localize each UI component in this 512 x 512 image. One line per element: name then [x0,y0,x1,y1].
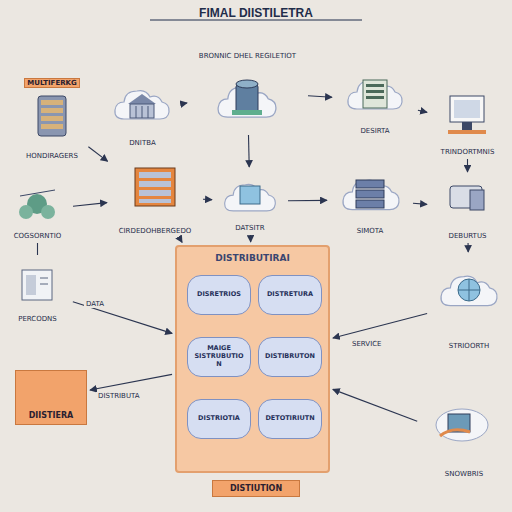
node-label: DISTRIBUTIRAI [213,253,292,264]
globe-node: STRIOORTH [430,255,508,350]
cloud-box: DISRETRIOS [187,275,251,315]
node-label: MULTIFERKG [24,78,79,88]
connector-arrow [468,243,469,252]
connector-arrow [37,243,38,255]
node-label: DISTRETURA [265,291,315,299]
node-label: HONDIRAGERS [24,152,80,160]
device-node: DEBURTUS [430,175,505,240]
connector-arrow [288,200,327,201]
server-node: BRONNIC DHEL REGILETIOT [190,52,305,132]
building-node: DNITBA [105,75,180,147]
storage-node: MULTIFERKG HONDIRAGERS [18,78,86,160]
node-label: DESIRTA [358,127,391,135]
connector-arrow [250,235,251,242]
node-label: MAIGE SISTRUBUTION [191,345,247,368]
server-cloud-icon [218,80,276,117]
connector-arrow [88,147,107,162]
connector-arrow [333,389,417,421]
node-label: SNOWBRIS [443,470,485,478]
appliance-icon [22,270,52,300]
connector-arrow [183,102,187,104]
node-label: TRINDORTMNIS [439,148,497,156]
orange-box: DIISTIERA [15,370,87,425]
connector-arrow [467,159,468,172]
node-label: PERCODNS [16,315,59,323]
connector-arrow [73,203,107,207]
datacenter-cloud-icon [348,80,402,109]
server-rack-icon [135,168,175,206]
hand-device-icon [436,409,488,441]
node-label: DNITBA [127,139,158,147]
device-icon [450,186,484,210]
storage-icon [38,96,66,136]
note-label: DATA [84,300,106,308]
node-label: COGSORNTIO [12,232,64,240]
node-label: DISTIBRUTON [263,353,317,361]
distribution-panel: DISTRIBUTIRAI DISRETRIOS DISTRETURA MAIGE S… [175,245,330,473]
server-stack-icon [343,180,399,210]
node-label: DATSITR [233,224,266,232]
node-label: SIMOTA [355,227,386,235]
note-label: SERVICE [350,340,384,348]
connector-arrow [203,199,212,200]
cloud-box: DISTRIOTIA [187,399,251,439]
node-label: DIISTIERA [27,411,76,421]
node-label: STRIOORTH [447,342,492,350]
cluster-node: COGSORNTIO [5,180,70,240]
connector-arrow [248,135,250,167]
rack-node: CIRDEDOHBERGEDO [110,160,200,235]
connector-arrow [418,110,427,112]
appliance-node: PERCODNS [5,258,70,323]
network-cluster-icon [19,190,55,219]
monitor-icon [448,96,486,134]
building-cloud-icon [115,91,169,119]
cloud-node: DATSITR [215,170,285,232]
cloud-box: MAIGE SISTRUBUTION [187,337,251,377]
hand-device-node: SNOWBRIS [420,400,508,478]
cloud-box: DISTRETURA [258,275,322,315]
note-label: DISTRIBUTA [96,392,142,400]
cube-cloud-icon [225,184,276,211]
datacenter-node: DESIRTA [335,65,415,135]
node-label: DETOTIRIUTN [263,415,316,423]
connector-arrow [90,374,172,390]
connector-arrow [333,313,427,338]
node-label: BRONNIC DHEL REGILETIOT [197,52,298,60]
caption-tab: DISTIUTION [212,480,300,497]
node-label: DISRETRIOS [195,291,243,299]
cloud-box: DETOTIRIUTN [258,399,322,439]
node-label: CIRDEDOHBERGEDO [117,227,194,235]
connector-arrow [179,238,182,243]
connector-arrow [308,96,332,98]
connector-arrow [413,203,427,204]
node-label: DISTRIOTIA [196,415,242,423]
monitor-node: TRINDORTMNIS [430,88,505,156]
node-label: DEBURTUS [447,232,489,240]
cloud-box: DISTIBRUTON [258,337,322,377]
server-stack-node: SIMOTA [330,165,410,235]
globe-cloud-icon [441,276,497,305]
diagram-title: FIMAL DIISTILETRA [0,6,512,20]
